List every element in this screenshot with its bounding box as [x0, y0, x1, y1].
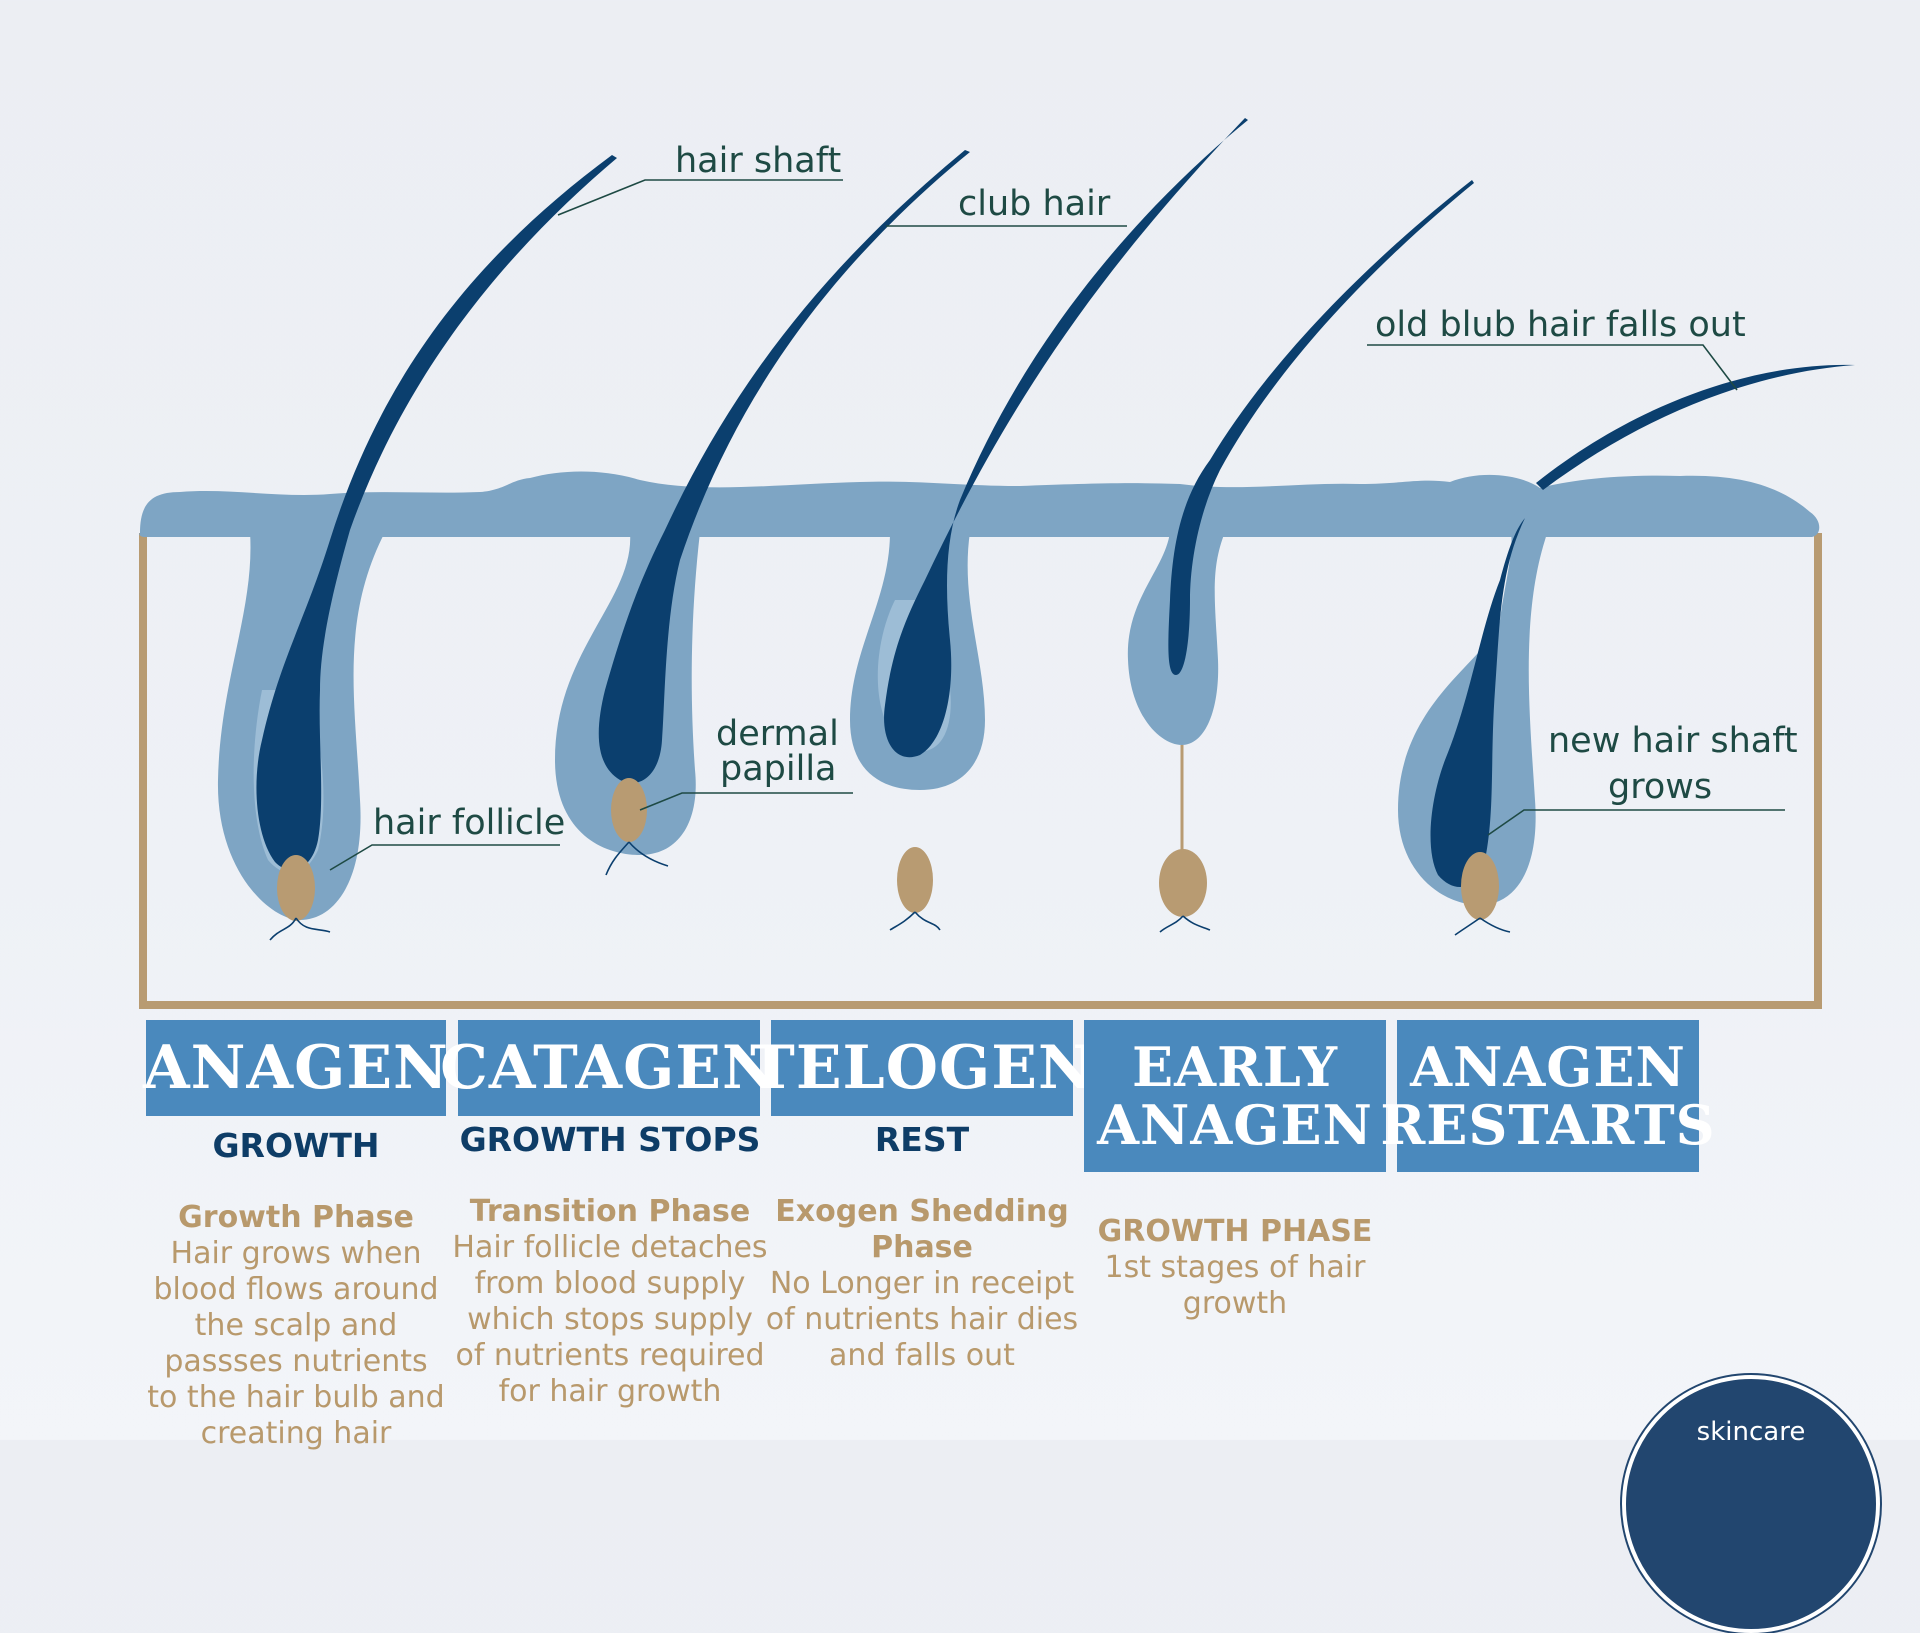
desc-line: of nutrients hair dies [765, 1302, 1079, 1337]
label-hair-shaft: hair shaft [675, 141, 841, 181]
papilla-anagen-restarts [1461, 852, 1499, 920]
desc-line: No Longer in receipt [769, 1266, 1075, 1301]
stage-early-anagen-box: EARLY ANAGEN [1084, 1020, 1386, 1172]
stage-catagen-subtitle: GROWTH STOPS [459, 1120, 761, 1159]
desc-line: 1st stages of hair [1104, 1250, 1366, 1285]
hair-anagen [256, 155, 617, 871]
stage-anagen-restarts-title-2: RESTARTS [1380, 1093, 1716, 1157]
stage-early-anagen-title-2: ANAGEN [1097, 1093, 1373, 1157]
epidermis-layer [139, 471, 1820, 537]
hair-catagen [598, 150, 970, 784]
old-hair-falling [1536, 364, 1855, 490]
label-papilla: papilla [720, 749, 837, 789]
leader-hair-shaft [557, 179, 843, 216]
desc-line: from blood supply [474, 1266, 746, 1301]
stage-catagen-title: CATAGEN [440, 1032, 778, 1103]
stage-anagen-subtitle: GROWTH [212, 1126, 380, 1165]
desc-line: to the hair bulb and [147, 1380, 445, 1415]
desc-line: and falls out [829, 1338, 1015, 1373]
nerve-anagen-restarts [1454, 917, 1511, 936]
label-new-shaft: new hair shaft [1548, 721, 1798, 761]
skincare-badge: skincare [1622, 1375, 1880, 1633]
stage-anagen-description: Growth Phase Hair grows when blood flows… [136, 1200, 456, 1452]
label-hair-follicle: hair follicle [373, 803, 565, 843]
stage-anagen-restarts-box: ANAGEN RESTARTS [1380, 1020, 1715, 1172]
leader-new-shaft [1487, 809, 1785, 836]
stage-telogen-desc-head-2: Phase [871, 1230, 973, 1265]
hair-anagen-restarts [1430, 518, 1525, 887]
papilla-anagen [277, 855, 315, 921]
hair-telogen [884, 118, 1248, 758]
papilla-early-anagen [1159, 849, 1207, 917]
desc-line: creating hair [200, 1416, 392, 1451]
badge-text: skincare [1696, 1417, 1806, 1447]
leader-hair-follicle [329, 844, 560, 871]
desc-line: the scalp and [194, 1308, 398, 1343]
dermis-frame [139, 533, 1822, 1009]
stage-anagen-title: ANAGEN [143, 1032, 449, 1103]
leader-dermal-papilla [639, 792, 853, 811]
desc-line: growth [1182, 1286, 1288, 1321]
desc-line: for hair growth [498, 1374, 722, 1409]
desc-line: passses nutrients [164, 1344, 428, 1379]
stage-anagen-desc-head: Growth Phase [178, 1200, 414, 1235]
desc-line: blood flows around [153, 1272, 439, 1307]
label-dermal: dermal [716, 714, 839, 754]
stage-telogen-subtitle: REST [874, 1120, 970, 1159]
stage-anagen-restarts-title-1: ANAGEN [1410, 1034, 1686, 1099]
papilla-telogen [897, 847, 933, 913]
desc-line: Hair grows when [170, 1236, 422, 1271]
stage-telogen-title: TELOGEN [750, 1032, 1094, 1103]
leader-old-hair [1367, 344, 1738, 391]
stage-anagen-box: ANAGEN [143, 1020, 449, 1116]
nerve-early-anagen [1159, 915, 1211, 933]
nerve-anagen [269, 917, 331, 941]
stage-early-anagen-title-1: EARLY [1132, 1034, 1338, 1099]
stage-early-anagen-description: GROWTH PHASE 1st stages of hair growth [1084, 1214, 1386, 1322]
label-club-hair: club hair [958, 184, 1111, 224]
stage-telogen-desc-head: Exogen Shedding [775, 1194, 1069, 1229]
stage-catagen-desc-head: Transition Phase [469, 1194, 751, 1229]
nerve-catagen [605, 841, 669, 876]
desc-line: of nutrients required [455, 1338, 765, 1373]
desc-line: Hair follicle detaches [452, 1230, 768, 1265]
label-old-hair: old blub hair falls out [1375, 305, 1746, 345]
stage-catagen-box: CATAGEN [440, 1020, 777, 1116]
desc-line: which stops supply [467, 1302, 753, 1337]
nerve-telogen [889, 911, 941, 931]
hair-growth-diagram: hair shaft club hair old blub hair falls… [139, 118, 1855, 1009]
stage-catagen-description: Transition Phase Hair follicle detaches … [440, 1194, 780, 1410]
stage-telogen-description: Exogen Shedding Phase No Longer in recei… [761, 1194, 1083, 1374]
stage-early-anagen-desc-head: GROWTH PHASE [1097, 1214, 1373, 1249]
stage-telogen-box: TELOGEN [750, 1020, 1093, 1116]
label-grows: grows [1608, 767, 1712, 807]
papilla-catagen [611, 778, 647, 842]
